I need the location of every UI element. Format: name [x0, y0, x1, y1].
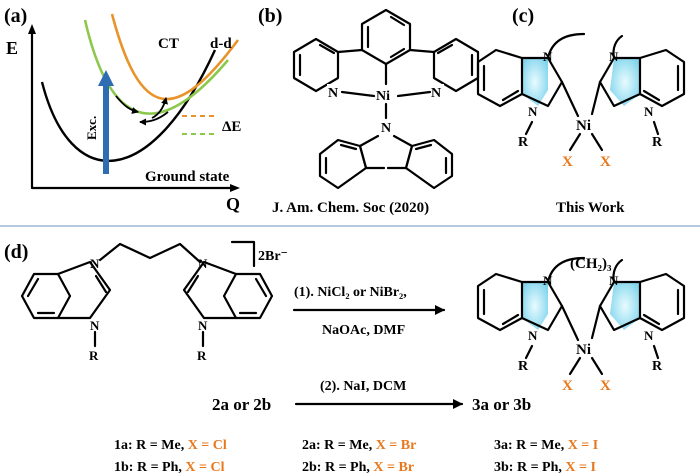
- atom-ni: Ni: [576, 118, 591, 134]
- atom-n: N: [431, 86, 441, 101]
- panel-c: (c) N N N N Ni X X R R This Work: [476, 5, 686, 216]
- atom-n: N: [198, 318, 208, 333]
- atom-n: N: [90, 256, 100, 271]
- salt-right-imidazole: [182, 260, 238, 320]
- compound-list: 1a: R = Me, X = Cl 2a: R = Me, X = Br 3a…: [114, 438, 598, 475]
- left-pyridine: [292, 37, 340, 93]
- atom-ni: Ni: [576, 342, 591, 358]
- substituent-r: R: [197, 348, 207, 363]
- y-axis-label: E: [6, 38, 18, 58]
- axes: [30, 26, 238, 190]
- ligand-x: X: [562, 378, 573, 394]
- relax-arrow-1: [115, 95, 139, 114]
- atom-ni: Ni: [376, 89, 390, 104]
- panel-c-caption: This Work: [556, 200, 625, 216]
- panel-c-label: (c): [512, 5, 534, 27]
- ligand-x: X: [600, 378, 611, 394]
- panel-a-label: (a): [4, 5, 27, 27]
- step1-conditions: NaOAc, DMF: [322, 323, 405, 338]
- panel-b-label: (b): [258, 5, 282, 27]
- atom-n: N: [644, 328, 654, 343]
- substituent-r: R: [652, 135, 663, 150]
- relax-arrow-2: [151, 97, 168, 119]
- dd-label: d-d: [210, 36, 232, 52]
- atom-n: N: [543, 273, 553, 288]
- salt-left-imidazole: [56, 260, 112, 320]
- bracket: [230, 240, 256, 268]
- delta-e-label: ΔE: [222, 119, 241, 135]
- counterion: 2Br⁻: [258, 249, 288, 264]
- atom-n: N: [90, 318, 100, 333]
- panel-b: (b) N N Ni N J. Am.: [258, 5, 480, 216]
- ligand-x: X: [600, 154, 611, 170]
- propyl-bridge: [98, 242, 202, 264]
- compound-entry: 2a: R = Me, X = Br: [302, 438, 416, 453]
- y-arrowhead: [28, 24, 36, 34]
- excitation-label: Exc.: [84, 116, 99, 140]
- panel-d: (d) N N R N N R 2Br⁻ (1). NiCl₂ or NiBr₂…: [4, 240, 686, 475]
- excitation-arrowhead: [98, 70, 114, 86]
- ligand-x: X: [562, 154, 573, 170]
- atom-n: N: [644, 104, 654, 119]
- atom-n: N: [528, 104, 538, 119]
- atom-n: N: [381, 121, 391, 136]
- ct-label: CT: [158, 36, 179, 52]
- atom-n: N: [328, 86, 338, 101]
- panel-b-caption: J. Am. Chem. Soc (2020): [272, 200, 429, 216]
- substituent-r: R: [652, 359, 663, 374]
- step2-start: 2a or 2b: [212, 395, 271, 414]
- compound-entry: 3b: R = Ph, X = I: [494, 460, 596, 475]
- substituent-r: R: [518, 359, 529, 374]
- carbazole-right-ring: [404, 138, 454, 190]
- x-axis-label: Q: [226, 194, 240, 214]
- compound-entry: 3a: R = Me, X = I: [494, 438, 598, 453]
- atom-n: N: [198, 256, 208, 271]
- central-benzene: [360, 8, 412, 66]
- x-arrowhead: [230, 184, 240, 192]
- atom-n: N: [528, 328, 538, 343]
- compound-entry: 2b: R = Ph, X = Br: [302, 460, 414, 475]
- relax-arrow-3: [139, 111, 169, 126]
- carbazole-left-ring: [318, 138, 368, 190]
- bridge-label: (CH₂)₃: [570, 256, 612, 272]
- compound-entry: 1a: R = Me, X = Cl: [114, 438, 227, 453]
- panel-d-label: (d): [4, 241, 28, 263]
- compound-entry: 1b: R = Ph, X = Cl: [114, 460, 225, 475]
- step2-product: 3a or 3b: [472, 395, 531, 414]
- ground-state-label: Ground state: [145, 169, 230, 185]
- step2-conditions: (2). NaI, DCM: [320, 379, 406, 394]
- step1-reagents: (1). NiCl₂ or NiBr₂,: [294, 285, 407, 300]
- ground-state-curve: [40, 49, 217, 163]
- atom-n: N: [609, 273, 619, 288]
- atom-n: N: [543, 49, 553, 64]
- panel-a: (a) E Q CT d-d Exc. ΔE Ground state: [4, 5, 241, 214]
- substituent-r: R: [89, 348, 99, 363]
- dd-curve: [110, 13, 240, 101]
- substituent-r: R: [518, 135, 529, 150]
- salt-right-benzo: [222, 272, 274, 320]
- atom-n: N: [609, 49, 619, 64]
